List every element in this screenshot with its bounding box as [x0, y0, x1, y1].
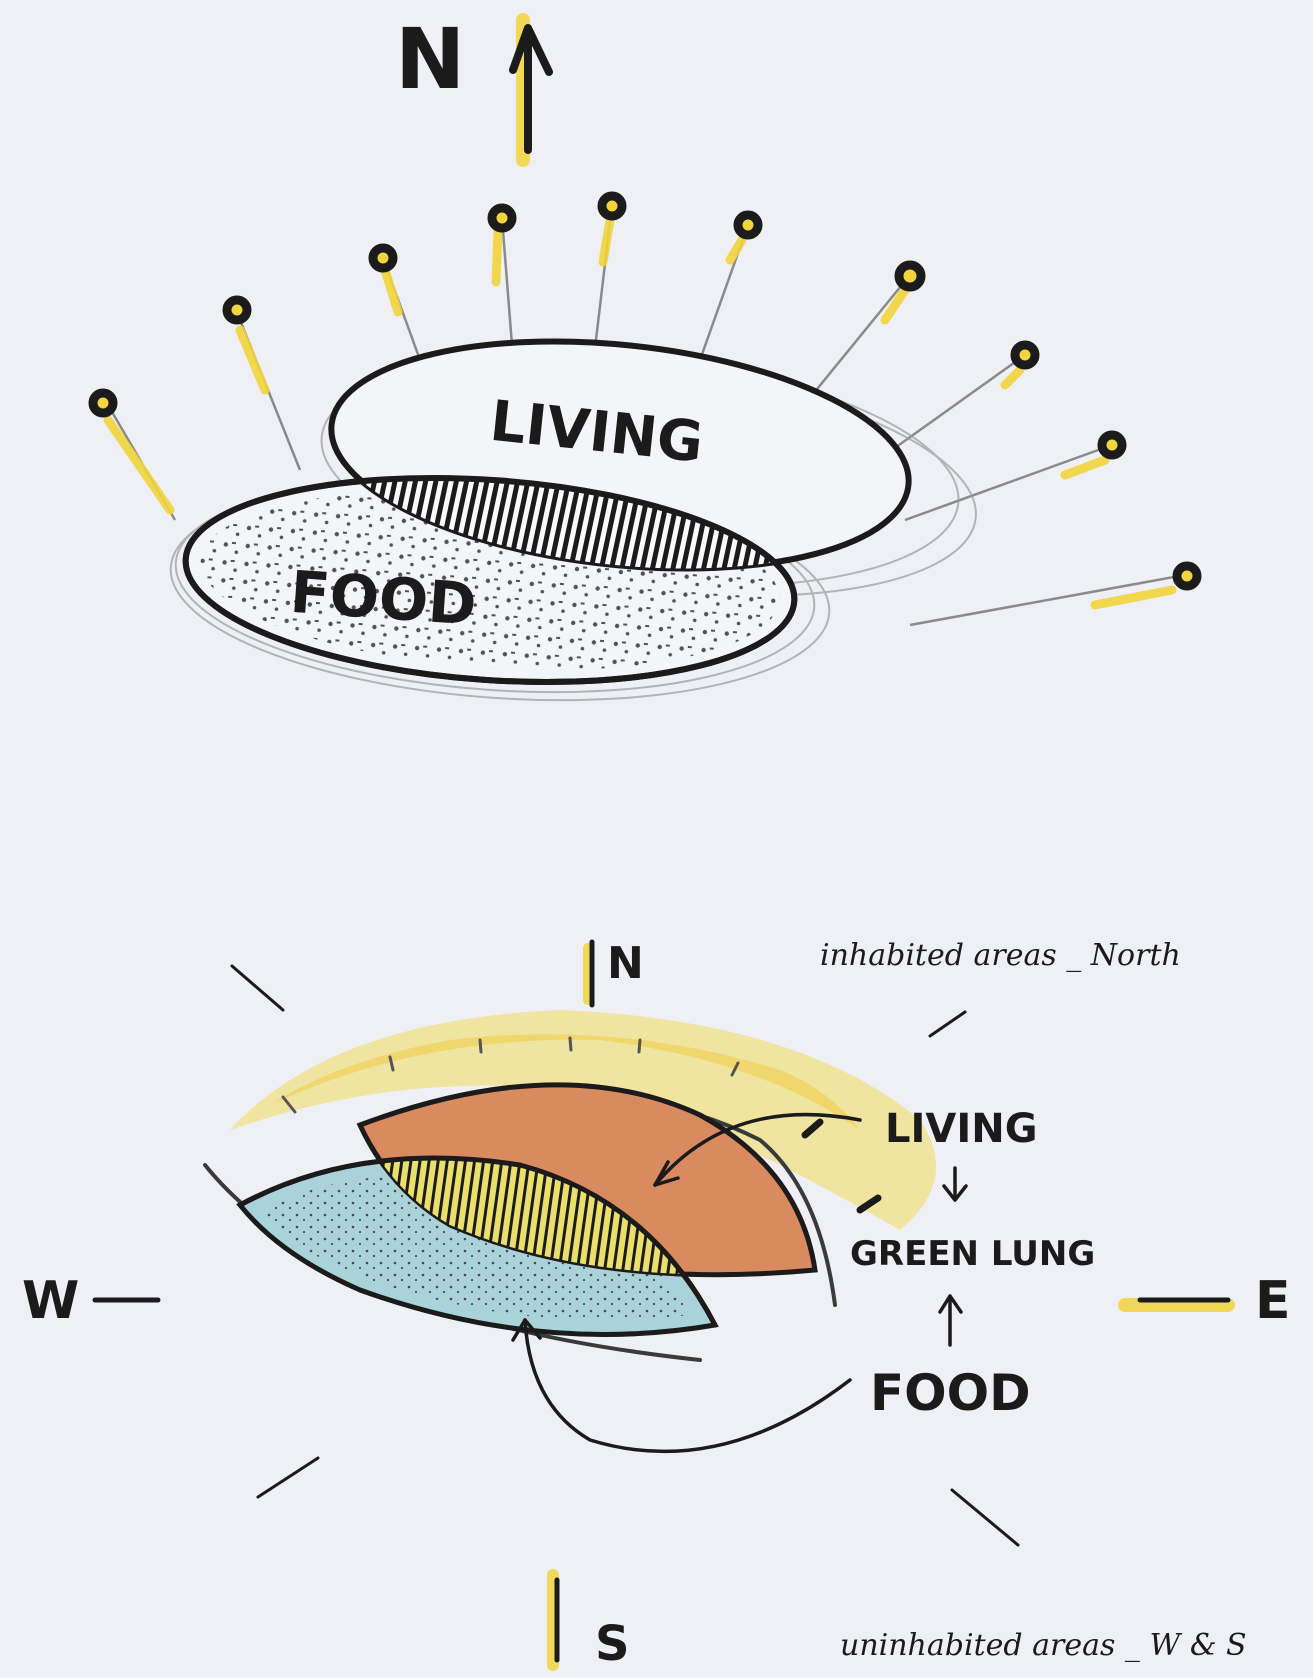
top-sketch: N	[93, 10, 1197, 721]
compass-north-tick	[588, 942, 592, 1005]
uninhabited-note: uninhabited areas _ W & S	[840, 1628, 1247, 1663]
compass-north-label: N	[607, 938, 644, 989]
compass-south-label: S	[595, 1616, 630, 1672]
bottom-sketch: N S W E	[22, 938, 1291, 1672]
compass-west-label: W	[22, 1271, 79, 1331]
north-arrow	[513, 20, 549, 160]
compass-east-tick	[1125, 1300, 1228, 1305]
north-label: N	[395, 10, 465, 108]
compass-east-label: E	[1255, 1271, 1291, 1331]
food-label: FOOD	[870, 1364, 1031, 1422]
compass-south-tick	[553, 1575, 557, 1665]
green-lung-label: GREEN LUNG	[850, 1234, 1095, 1274]
inhabited-note: inhabited areas _ North	[820, 938, 1181, 973]
food-zone-label: FOOD	[288, 558, 479, 639]
living-label: LIVING	[885, 1106, 1038, 1152]
